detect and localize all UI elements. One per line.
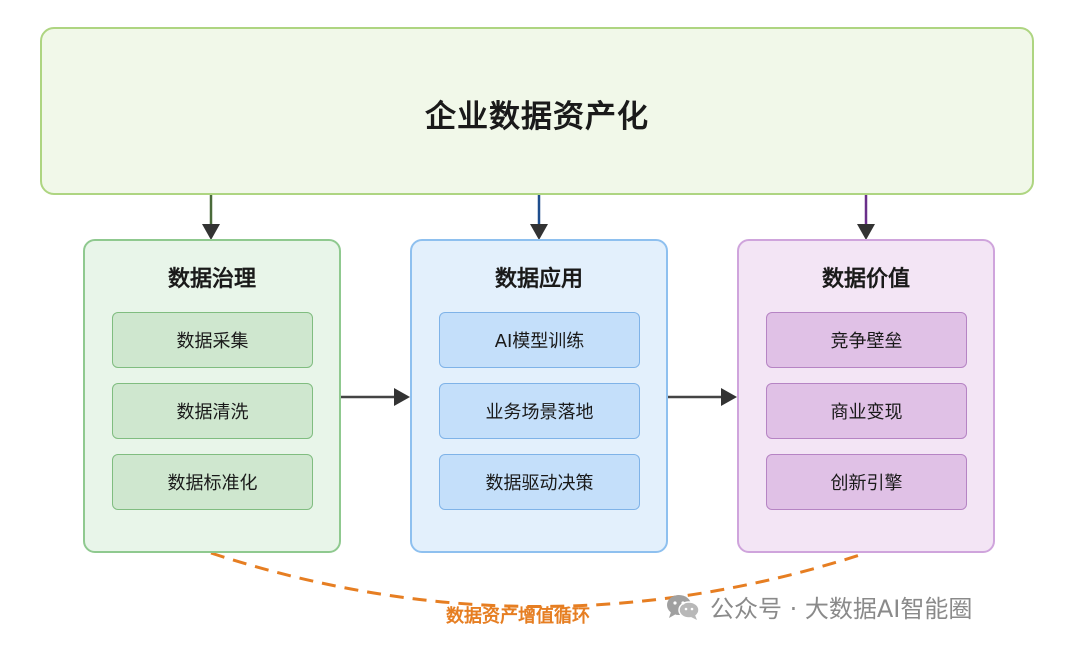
arrow-governance-to-application [341, 388, 410, 406]
column-title-application: 数据应用 [494, 267, 583, 292]
column-title-governance: 数据治理 [167, 267, 256, 292]
top-box-enterprise-data-assetization: 企业数据资产化 [40, 27, 1034, 195]
arrow-application-to-value [668, 388, 737, 406]
item-competitive-barrier: 竞争壁垒 [766, 312, 967, 368]
arrow-top-to-application [530, 195, 548, 240]
column-data-value: 数据价值 竞争壁垒 商业变现 创新引擎 [737, 239, 995, 553]
item-data-driven-decision: 数据驱动决策 [439, 454, 640, 510]
watermark: 公众号 · 大数据AI智能圈 [666, 589, 972, 624]
wechat-icon [667, 594, 700, 620]
item-innovation-engine: 创新引擎 [766, 454, 967, 510]
arrow-top-to-governance [202, 195, 220, 240]
arrow-top-to-value [857, 195, 875, 240]
item-data-cleaning: 数据清洗 [112, 383, 313, 439]
item-business-scenario: 业务场景落地 [439, 383, 640, 439]
item-data-standardization: 数据标准化 [112, 454, 313, 510]
column-data-governance: 数据治理 数据采集 数据清洗 数据标准化 [83, 239, 341, 553]
cycle-label: 数据资产增值循环 [446, 606, 590, 627]
top-title: 企业数据资产化 [425, 99, 649, 135]
item-monetization: 商业变现 [766, 383, 967, 439]
column-data-application: 数据应用 AI模型训练 业务场景落地 数据驱动决策 [410, 239, 668, 553]
column-title-value: 数据价值 [821, 267, 910, 292]
item-data-collection: 数据采集 [112, 312, 313, 368]
item-ai-model-training: AI模型训练 [439, 312, 640, 368]
watermark-text: 公众号 · 大数据AI智能圈 [710, 595, 973, 623]
